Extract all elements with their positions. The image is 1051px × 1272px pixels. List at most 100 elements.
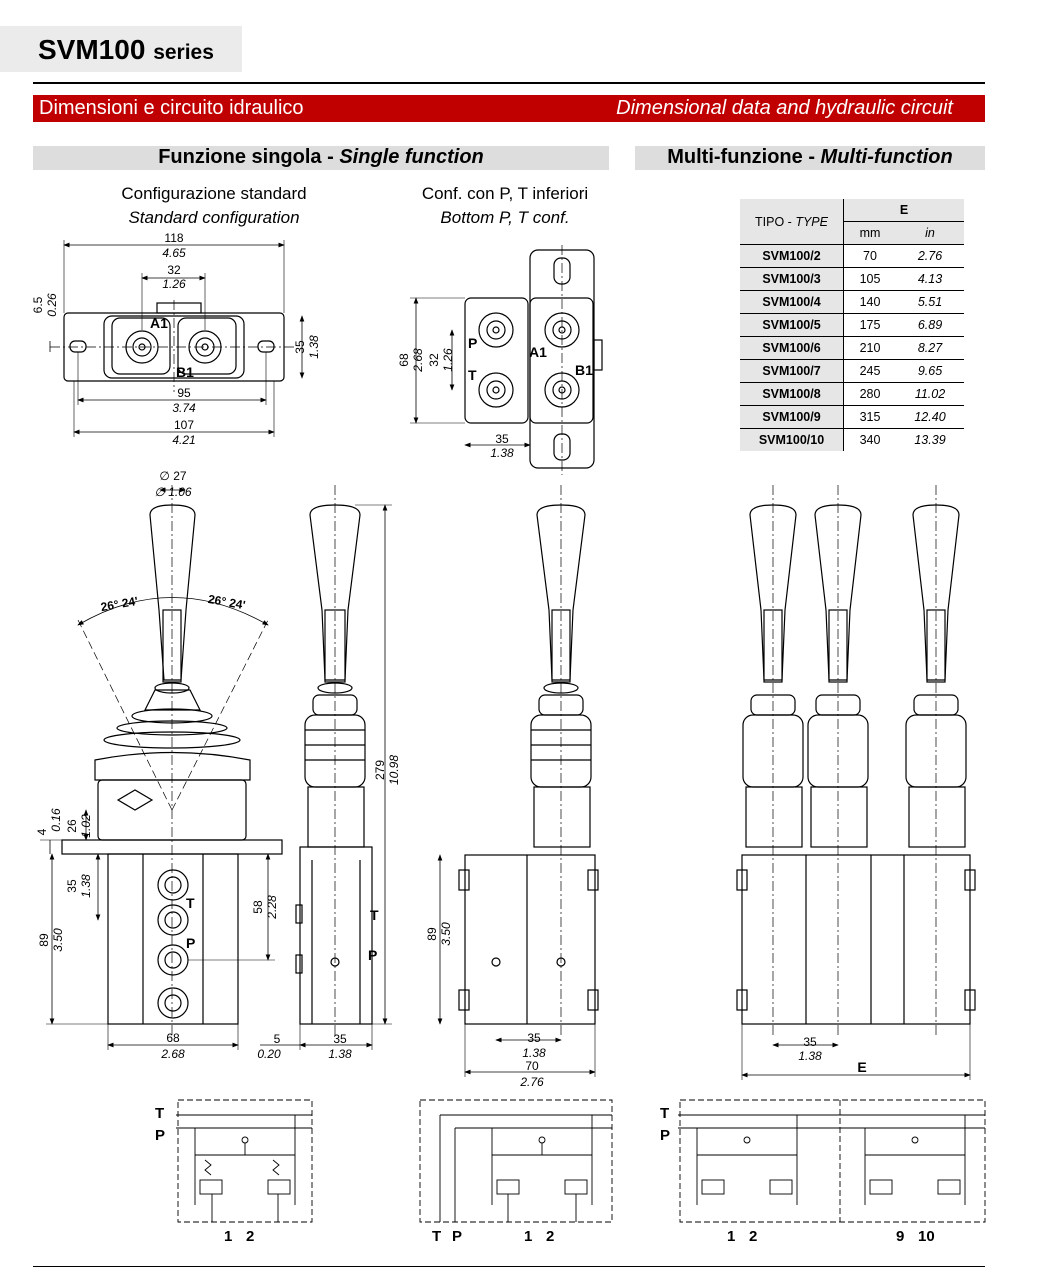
type-mm: 70: [843, 244, 896, 268]
dim-4: 4: [35, 828, 49, 835]
circuit3-port1: 1: [727, 1228, 735, 1245]
table-head-type: TIPO - TYPE: [740, 199, 844, 245]
type-mm: 175: [843, 313, 896, 337]
dim-35-top: 35: [293, 340, 307, 354]
dim-138-side: 1.38: [328, 1047, 352, 1061]
port-p-side: P: [368, 947, 377, 963]
dim-35-front: 35: [65, 879, 79, 893]
table-head-mm: mm: [843, 221, 896, 245]
type-in: 13.39: [896, 428, 964, 451]
type-name: SVM100/4: [740, 290, 844, 314]
dim-35-multi: 35: [803, 1035, 817, 1049]
single-function-title: Funzione singola - Single function: [33, 146, 609, 170]
port-t-side: T: [370, 907, 379, 923]
section-header-bar: Dimensioni e circuito idraulico Dimensio…: [33, 95, 985, 122]
type-name: SVM100/10: [740, 428, 844, 451]
dim-350-bot: 3.50: [439, 922, 453, 946]
angle-left: 26° 24': [100, 594, 140, 614]
dim-268-bot: 2.68: [411, 348, 425, 373]
dim-58: 58: [251, 900, 265, 914]
dim-5: 5: [274, 1032, 281, 1046]
dim-126: 1.26: [162, 277, 186, 291]
port-t-bot: T: [468, 367, 477, 383]
dim-138-bot: 1.38: [490, 446, 514, 460]
dim-276: 2.76: [519, 1075, 544, 1089]
dim-32-bot: 32: [427, 353, 441, 367]
port-b1-std: B1: [176, 364, 194, 380]
dim-35-botside: 35: [527, 1031, 541, 1045]
port-p-front: P: [186, 935, 195, 951]
port-a1-bot: A1: [529, 344, 547, 360]
dim-020: 0.20: [257, 1047, 281, 1061]
dim-350: 3.50: [51, 928, 65, 952]
dim-421: 4.21: [172, 433, 195, 447]
circuit3-port2: 2: [749, 1228, 757, 1245]
circuit1-t: T: [155, 1105, 164, 1122]
dim-138-front: 1.38: [79, 874, 93, 898]
type-in: 8.27: [896, 336, 964, 360]
type-name: SVM100/2: [740, 244, 844, 268]
type-name: SVM100/7: [740, 359, 844, 383]
dim-107: 107: [174, 418, 194, 432]
top-view-bottom: [410, 245, 603, 475]
dim-32: 32: [167, 263, 181, 277]
hydraulic-circuit-1: [176, 1099, 313, 1223]
dim-89: 89: [37, 933, 51, 947]
dim-e: E: [857, 1059, 866, 1075]
circuit3-port10: 10: [918, 1228, 935, 1245]
type-name: SVM100/9: [740, 405, 844, 429]
type-in: 4.13: [896, 267, 964, 291]
dim-126-bot: 1.26: [441, 348, 455, 372]
circuit2-t: T: [432, 1228, 441, 1245]
type-in: 11.02: [896, 382, 964, 406]
dim-228: 2.28: [265, 895, 279, 920]
port-p-bot: P: [468, 335, 477, 351]
dim-118: 118: [164, 231, 183, 245]
hydraulic-circuit-2: [419, 1099, 613, 1223]
type-in: 5.51: [896, 290, 964, 314]
type-mm: 340: [843, 428, 896, 451]
dim-dia106: ∅ 1.06: [154, 485, 191, 499]
dim-1098: 10.98: [387, 755, 401, 785]
circuit3-p: P: [660, 1127, 670, 1144]
dim-026: 0.26: [45, 293, 59, 317]
type-name: SVM100/5: [740, 313, 844, 337]
type-mm: 105: [843, 267, 896, 291]
dim-102: 1.02: [79, 814, 93, 838]
type-in: 6.89: [896, 313, 964, 337]
section-title-it: Dimensioni e circuito idraulico: [39, 97, 304, 119]
dim-65: 6.5: [31, 296, 45, 313]
circuit2-p: P: [452, 1228, 462, 1245]
dim-95: 95: [177, 386, 191, 400]
type-mm: 280: [843, 382, 896, 406]
angle-right: 26° 24': [207, 592, 247, 612]
hydraulic-circuit-3: [678, 1099, 986, 1223]
dim-016: 0.16: [49, 808, 63, 832]
type-mm: 245: [843, 359, 896, 383]
type-name: SVM100/8: [740, 382, 844, 406]
dim-279: 279: [373, 760, 387, 780]
multi-function-view: [736, 485, 976, 1080]
type-mm: 210: [843, 336, 896, 360]
dim-26: 26: [65, 819, 79, 833]
circuit1-p: P: [155, 1127, 165, 1144]
table-head-in: in: [896, 221, 964, 245]
type-in: 9.65: [896, 359, 964, 383]
multi-function-title: Multi-funzione - Multi-function: [635, 146, 985, 170]
section-title-en: Dimensional data and hydraulic circuit: [616, 97, 953, 119]
dim-35-side: 35: [333, 1032, 347, 1046]
circuit2-port2: 2: [546, 1228, 554, 1245]
front-view-joystick: [40, 485, 283, 1050]
top-rule: [33, 82, 985, 84]
circuit3-t: T: [660, 1105, 669, 1122]
